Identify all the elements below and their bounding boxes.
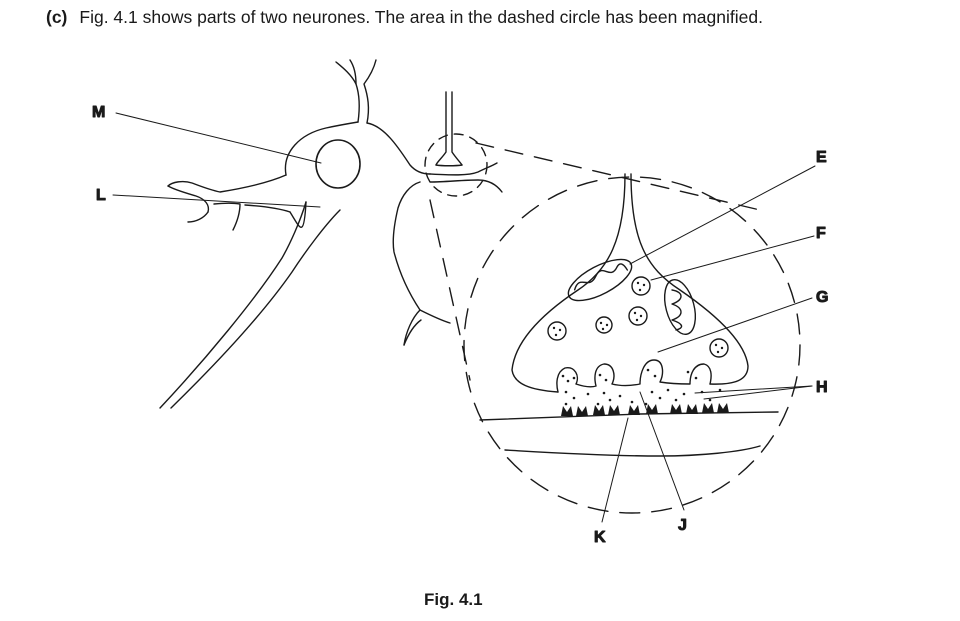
dashed-connector-bottom <box>429 199 471 381</box>
dashed-circle-magnified <box>463 176 801 514</box>
vesicles <box>547 276 729 358</box>
receptors <box>561 403 729 416</box>
figure-caption: Fig. 4.1 <box>424 590 483 609</box>
dashed-circle-small <box>424 133 488 197</box>
presynaptic-axon <box>435 91 463 167</box>
label-l: L <box>96 187 106 204</box>
leader-lines <box>112 112 816 523</box>
mitochondrion-right <box>663 279 697 335</box>
label-m: M <box>92 104 105 121</box>
label-e: E <box>816 149 827 166</box>
label-f: F <box>816 225 826 242</box>
neurotransmitter-molecules <box>561 368 722 406</box>
question-body: Fig. 4.1 shows parts of two neurones. Th… <box>79 7 763 27</box>
mitochondrion-left <box>567 258 633 302</box>
label-k: K <box>594 529 606 546</box>
dashed-connector-top <box>475 142 761 211</box>
label-j: J <box>678 517 687 534</box>
label-h: H <box>816 379 828 396</box>
question-text: (c) Fig. 4.1 shows parts of two neurones.… <box>46 6 763 28</box>
small-dendrite-branch <box>429 162 503 193</box>
label-g: G <box>816 289 828 306</box>
synaptic-knob <box>511 173 749 393</box>
question-number: (c) <box>46 7 68 27</box>
fusing-vesicles <box>556 359 712 393</box>
vesicle-contents <box>552 281 724 354</box>
postsynaptic-membrane <box>479 411 779 457</box>
neurone-cell-body-outline <box>159 59 451 409</box>
nucleus <box>315 139 361 189</box>
